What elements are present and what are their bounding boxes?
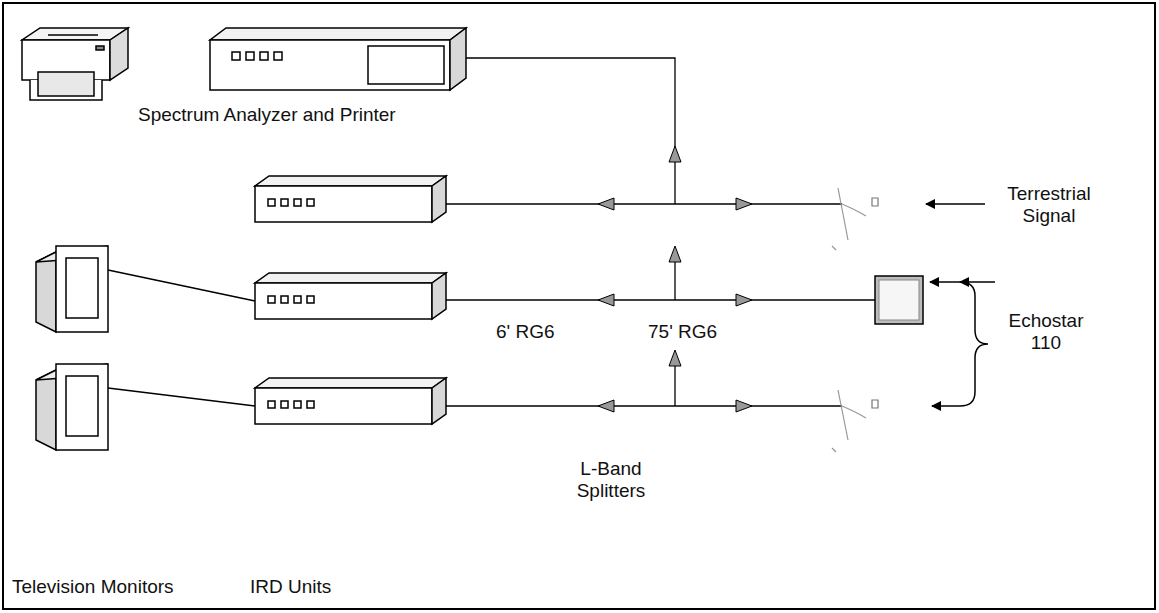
cable-label: 6' RG6	[496, 321, 576, 343]
flat-panel-antenna	[875, 276, 923, 324]
frame	[3, 3, 1155, 609]
terrestrial-antenna	[832, 188, 878, 250]
splitter-arrowheads	[598, 146, 752, 412]
caption-label: Spectrum Analyzer and Printer	[138, 104, 438, 126]
splitter-label: L-Band Splitters	[566, 458, 656, 502]
printer-icon	[22, 28, 128, 100]
ird-label: IRD Units	[250, 576, 390, 598]
cables-splitters	[446, 58, 875, 406]
signal-label: Terrestrial Signal	[994, 183, 1104, 227]
cable-label: 75' RG6	[648, 321, 738, 343]
ird-units	[255, 176, 446, 424]
television-monitors	[36, 246, 255, 450]
satellite-dish	[832, 390, 878, 452]
spectrum-analyzer	[210, 28, 466, 90]
monitor-label: Television Monitors	[12, 576, 212, 598]
satellite-label: Echostar 110	[996, 310, 1096, 354]
signal-arrows	[926, 204, 995, 406]
